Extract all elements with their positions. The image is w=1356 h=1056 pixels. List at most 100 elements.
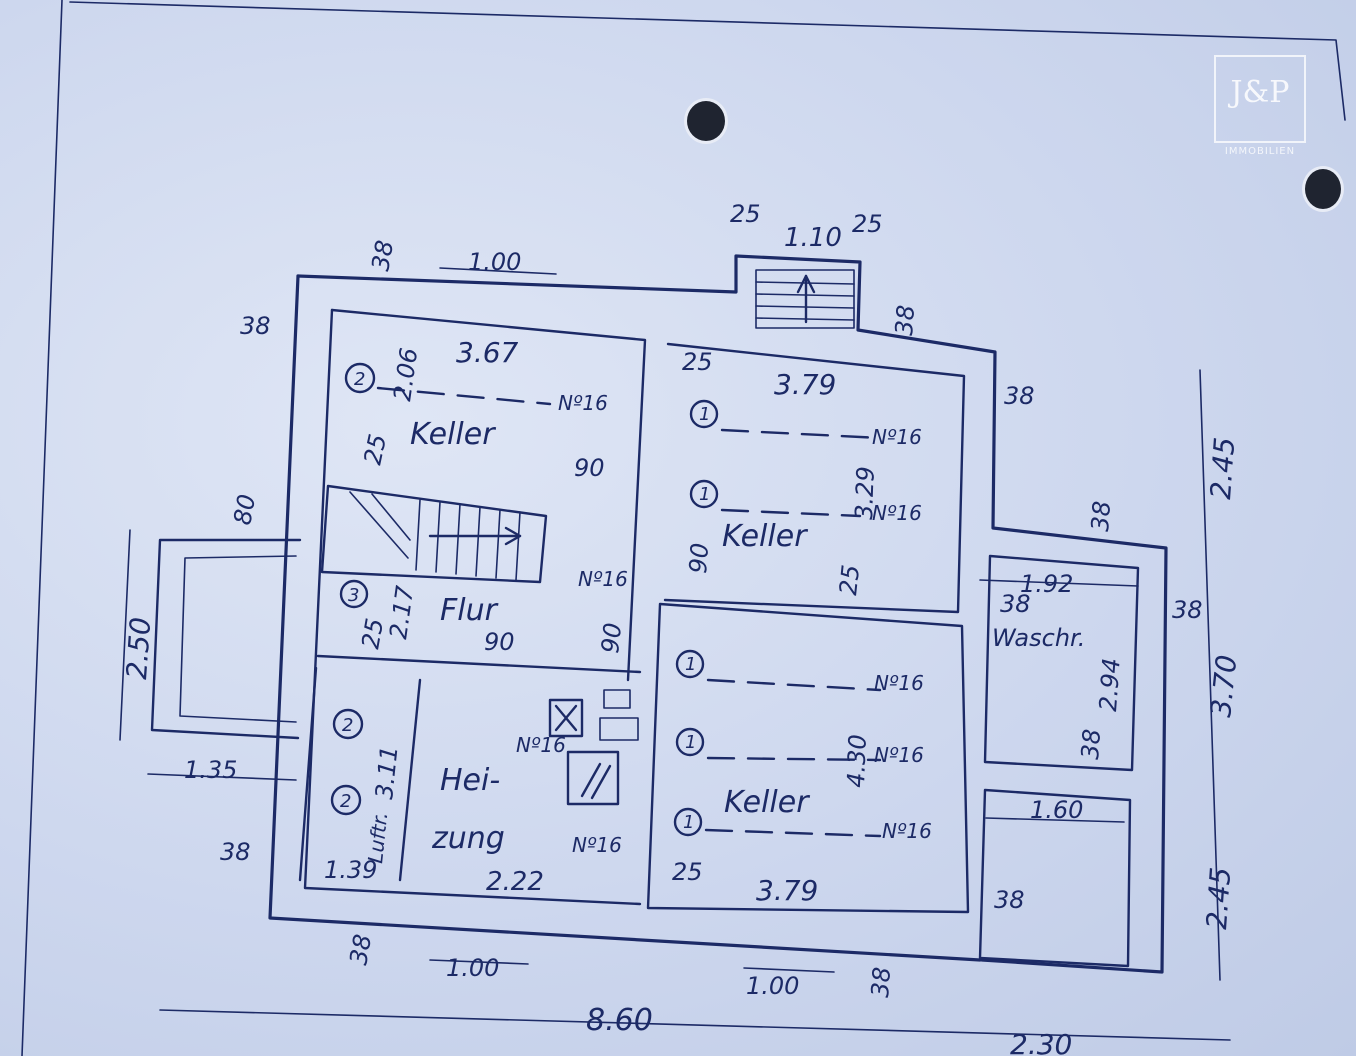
dim-label: 4.30 [842, 734, 872, 788]
dim-label: 1.39 [324, 856, 377, 884]
dim-label: 2.94 [1094, 657, 1126, 712]
dim-label: 2.22 [486, 867, 544, 897]
nf-labels: Nº16 Nº16 Nº16 Nº16 Nº16 Nº16 Nº16 Nº16 … [516, 391, 932, 857]
window-1-marker-d [675, 727, 705, 757]
dimension-texts: 38 38 1.00 3.67 2.06 25 1.10 25 38 25 3.… [120, 200, 1243, 1056]
dim-label: 25 [358, 432, 392, 468]
window-2-marker-c [330, 784, 362, 816]
window-number: 1 [685, 654, 696, 675]
dim-label: 38 [1172, 596, 1203, 624]
window-number: 2 [340, 791, 351, 812]
dim-label: 3.29 [850, 466, 880, 520]
dim-label: 1.60 [1030, 796, 1083, 824]
window-number: 1 [683, 812, 694, 833]
dim-label: 2.06 [388, 346, 423, 403]
nf-label: Nº16 [874, 671, 924, 695]
nf-label: Nº16 [874, 743, 924, 767]
dim-label: 1.35 [184, 756, 237, 784]
window-markers [330, 362, 719, 837]
dim-label: 3.67 [456, 336, 519, 369]
dim-label: 1.10 [784, 223, 842, 253]
dim-label: 90 [574, 454, 605, 482]
window-2-marker-a [344, 362, 376, 394]
window-number: 1 [699, 484, 710, 505]
dim-label: 38 [344, 932, 377, 967]
dim-label: 25 [852, 210, 883, 238]
margin-line [21, 0, 63, 1056]
nf-label: Nº16 [572, 833, 622, 857]
dim-label: 2.45 [1200, 866, 1237, 930]
dim-label: 90 [596, 621, 627, 654]
window-1-marker-a [689, 399, 719, 429]
dim-label: 1.92 [1020, 570, 1073, 598]
dimension-lines [119, 267, 1231, 1041]
dim-label: 2.30 [1010, 1028, 1072, 1056]
room-heizung-line1: Hei- [440, 763, 500, 798]
logo-mark: J&P [1230, 75, 1290, 110]
window-1-marker-b [689, 479, 719, 509]
dim-label: 38 [220, 838, 251, 866]
dim-label: 25 [672, 858, 703, 886]
dim-label: 2.17 [384, 583, 419, 641]
window-numbers: 2 1 1 3 2 2 1 1 1 [340, 369, 710, 833]
dim-label: 80 [228, 492, 261, 527]
dim-label: 38 [1000, 590, 1031, 618]
room-flur: Flur [440, 593, 499, 628]
nf-label: Nº16 [558, 391, 608, 415]
dim-label: 3.11 [370, 745, 403, 801]
sheet-top-edge [69, 1, 1346, 121]
punch-hole-top [684, 98, 728, 144]
dim-label: 38 [240, 312, 271, 340]
dim-label: 25 [730, 200, 761, 228]
dim-label: 25 [834, 563, 865, 596]
window-1-marker-c [675, 649, 705, 679]
window-2-marker-b [332, 708, 364, 740]
logo-subtitle: IMMOBILIEN [1224, 146, 1296, 157]
dim-label: 90 [484, 628, 515, 656]
entrance-stair [755, 269, 855, 329]
room-keller-right-bottom: Keller [724, 785, 810, 820]
dim-label: 38 [994, 886, 1025, 914]
dim-label: 1.00 [468, 248, 521, 276]
room-heizung-line2: zung [431, 821, 505, 856]
dim-label: 8.60 [586, 1003, 653, 1038]
window-number: 2 [342, 715, 353, 736]
dim-label: 25 [356, 616, 389, 651]
nf-label: Nº16 [516, 733, 566, 757]
window-number: 2 [354, 369, 365, 390]
room-labels: Keller Keller Flur Hei- zung Keller Wasc… [363, 417, 1085, 865]
dim-label: 3.79 [774, 368, 836, 401]
dim-label: 38 [1086, 500, 1116, 532]
dim-label: 3.79 [756, 874, 818, 907]
dim-label: 2.50 [120, 616, 157, 680]
dim-label: 38 [1004, 382, 1035, 410]
dim-label: 38 [890, 304, 920, 336]
chimney [548, 689, 639, 806]
window-number: 3 [348, 585, 359, 606]
jp-logo: J&P [1214, 55, 1306, 143]
nf-label: Nº16 [578, 567, 628, 591]
window-number: 1 [685, 732, 696, 753]
window-3-marker [339, 579, 369, 609]
dim-label: 2.45 [1204, 436, 1241, 500]
window-number: 1 [699, 404, 710, 425]
window-1-marker-e [673, 807, 703, 837]
room-keller-top-left: Keller [410, 417, 496, 452]
dashed-lines [376, 386, 882, 838]
dim-label: 1.00 [746, 972, 799, 1000]
dim-label: 3.70 [1204, 653, 1243, 718]
room-waschraum: Waschr. [992, 624, 1085, 652]
dim-label: 38 [366, 238, 399, 273]
internal-stair [320, 484, 548, 584]
room-keller-right-top: Keller [722, 519, 808, 554]
dim-label: 90 [684, 542, 714, 574]
nf-label: Nº16 [882, 819, 932, 843]
dim-label: 38 [1076, 728, 1106, 760]
outer-walls [268, 254, 1168, 974]
left-annex [150, 538, 302, 740]
punch-hole-right [1302, 166, 1344, 212]
nf-label: Nº16 [872, 425, 922, 449]
dim-label: 38 [866, 966, 896, 998]
